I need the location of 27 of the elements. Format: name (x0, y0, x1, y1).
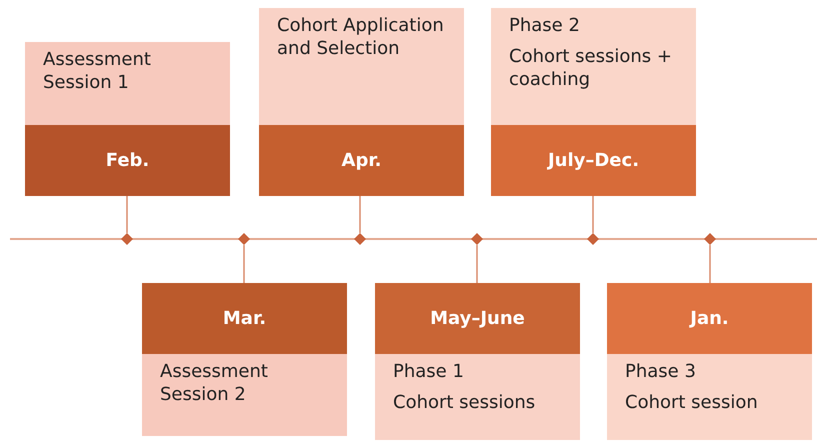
connector-line (592, 196, 594, 233)
description-text: Phase 3 (625, 360, 697, 383)
diamond-marker (354, 233, 366, 245)
connector-line (709, 245, 711, 283)
connector-line (243, 245, 245, 283)
description-text: Assessment Session 2 (160, 360, 269, 406)
month-banner: May–June (375, 283, 580, 354)
month-banner: July–Dec. (491, 125, 696, 196)
connector-line (476, 245, 478, 283)
description-text: Assessment Session 1 (43, 48, 152, 94)
diamond-marker (704, 233, 716, 245)
month-banner: Feb. (25, 125, 230, 196)
description-text: Cohort sessions (393, 391, 536, 414)
connector-line (359, 196, 361, 233)
description-text: Phase 2 (509, 14, 581, 37)
description-text: Phase 1 (393, 360, 465, 383)
diamond-marker (587, 233, 599, 245)
description-text: Cohort session (625, 391, 759, 414)
month-banner: Jan. (607, 283, 812, 354)
diamond-marker (238, 233, 250, 245)
diamond-marker (121, 233, 133, 245)
diamond-marker (471, 233, 483, 245)
connector-line (126, 196, 128, 233)
description-text: Cohort sessions + coaching (509, 45, 673, 91)
month-banner: Mar. (142, 283, 347, 354)
description-text: Cohort Application and Selection (277, 14, 445, 60)
month-banner: Apr. (259, 125, 464, 196)
